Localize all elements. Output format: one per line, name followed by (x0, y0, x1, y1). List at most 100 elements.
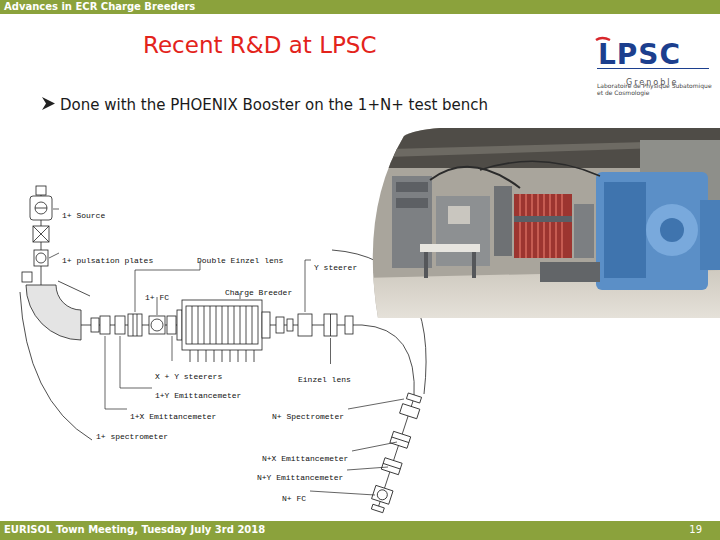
callout-label: 1+ Source (62, 203, 105, 222)
charge-breeder (192, 306, 252, 344)
leader-line (120, 336, 152, 388)
emittancemeter-symbol (392, 437, 409, 443)
blue-chamber (700, 200, 720, 270)
header-band: Advances in ECR Charge Breeders (0, 0, 720, 14)
valve-symbol (91, 318, 99, 332)
callout-label: 1+ spectrometer (96, 424, 168, 443)
leader-line (347, 467, 388, 470)
dipole-magnet (26, 285, 81, 340)
bullet-text: Done with the PHOENIX Booster on the 1+N… (60, 95, 488, 114)
callout-label: Charge Breeder (225, 280, 292, 299)
magnet-outline (20, 292, 92, 440)
ion-source (36, 186, 46, 195)
faraday-cup-symbol (151, 319, 163, 331)
bench-photo (396, 182, 428, 192)
blue-chamber (604, 182, 646, 278)
vacuum-cross (33, 226, 49, 242)
beamline-schematic (20, 186, 426, 513)
callout-label-text: 1+ FC (145, 293, 169, 303)
bench-photo (396, 198, 428, 208)
ion-source (35, 202, 47, 214)
coil-stack (514, 216, 572, 222)
callout-label: 1+X Emittancemeter (130, 404, 216, 423)
callout-label: 1+ pulsation plates (62, 248, 153, 267)
pulsation-plates (22, 250, 48, 282)
emittancemeter-symbol (100, 316, 110, 334)
emittancemeter-symbol (381, 458, 402, 475)
logo-caption-text: Laboratoire de Physique Subatomique et d… (597, 82, 715, 96)
bench-photo (540, 262, 600, 282)
callout-label-text: X + Y steerers (155, 372, 222, 382)
flange-symbol (345, 316, 353, 334)
bench-photo (420, 244, 480, 252)
vacuum-cross (33, 226, 49, 242)
einzel-lens-symbol (137, 314, 138, 336)
callout-label: Double Einzel lens (197, 248, 283, 267)
leader-line (135, 261, 200, 312)
blue-chamber (596, 172, 720, 290)
steerer-symbol (167, 316, 176, 334)
emittancemeter-symbol (390, 431, 411, 448)
callout-label-text: 1+ Source (62, 211, 105, 221)
callout-label: X + Y steerers (155, 364, 222, 383)
pump-symbol (276, 317, 284, 333)
callout-label: N+Y Emittancemeter (257, 465, 343, 484)
emittancemeter-symbol (390, 431, 411, 448)
callout-label: N+X Emittancemeter (262, 446, 348, 465)
leader-line (310, 491, 375, 495)
bench-photo (356, 126, 720, 320)
callout-label-text: Double Einzel lens (197, 256, 283, 266)
leader-line (49, 253, 59, 258)
callout-label: N+ Spectrometer (272, 404, 344, 423)
band-text: Advances in ECR Charge Breeders (4, 1, 195, 13)
callout-label-text: N+Y Emittancemeter (257, 473, 343, 483)
magnet-outline (58, 281, 90, 296)
ion-source (35, 208, 47, 209)
einzel-lens-symbol (128, 314, 142, 336)
vacuum-cross (33, 226, 49, 242)
leader-line (53, 209, 59, 210)
coil-stack (520, 194, 562, 258)
pulsation-plates (34, 250, 48, 266)
end-cap-symbol (371, 504, 384, 512)
callout-label: 1+Y Emittancemeter (155, 383, 241, 402)
ion-source (30, 196, 52, 220)
diagnostic-symbol (406, 393, 421, 403)
bench-photo (472, 252, 476, 278)
bench-photo (480, 161, 600, 176)
einzel-lens-symbol (128, 314, 142, 336)
emittancemeter-symbol (381, 458, 402, 475)
bench-photo (436, 196, 490, 266)
faraday-cup-symbol (376, 488, 389, 501)
coil-stack (514, 194, 572, 258)
callout-label: Einzel lens (298, 367, 351, 386)
einzel-lens-symbol (324, 314, 337, 336)
bench-photo (448, 206, 470, 224)
leader-line (352, 442, 397, 451)
pulsation-plates (22, 272, 32, 282)
leader-line (105, 336, 127, 409)
leader-line (348, 399, 404, 409)
charge-breeder (177, 310, 182, 340)
logo-text-text: LPSC (598, 38, 681, 72)
charge-breeder (190, 350, 254, 362)
charge-breeder (186, 306, 258, 344)
logo-text: LPSC (598, 38, 681, 72)
blue-chamber (596, 172, 708, 290)
callout-label-text: 1+ pulsation plates (62, 256, 153, 266)
logo-caption: Laboratoire de Physique Subatomique et d… (597, 80, 715, 99)
callout-label: N+ FC (282, 486, 306, 505)
bench-photo (356, 126, 720, 320)
bench-photo (574, 204, 594, 258)
leader-line (172, 336, 173, 361)
diagnostic-symbol (406, 393, 421, 403)
leader-line (330, 338, 331, 364)
bench-photo (424, 252, 428, 278)
callout-label-text: N+X Emittancemeter (262, 454, 348, 464)
callout-label-text: N+ FC (282, 494, 306, 504)
beam-axis (41, 285, 414, 508)
band-text: EURISOL Town Meeting, Tuesday July 3rd 2… (4, 524, 265, 536)
bench-photo (494, 186, 512, 256)
steerer-symbol (298, 314, 312, 336)
